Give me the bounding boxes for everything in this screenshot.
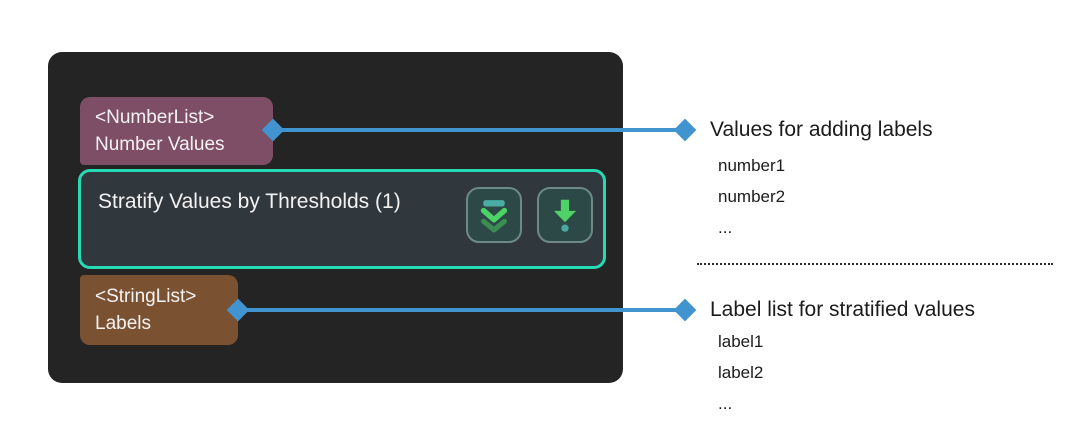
annotation-output-title: Label list for stratified values [710,298,975,321]
connector-line-input [273,128,685,132]
connector-line-output [238,308,685,312]
input-port-type-label: <NumberList> [95,107,215,128]
annotation-output-items: label1 label2 ... [718,326,763,419]
unfold-more-icon [475,196,513,234]
annotation-output-item: label1 [718,332,764,351]
annotation-input-item: ... [718,218,733,237]
output-arrow-button[interactable] [537,187,593,243]
node-title: Stratify Values by Thresholds (1) [98,190,401,213]
annotation-input-item: number1 [718,156,786,175]
arrow-down-dot-icon [546,196,584,234]
annotation-output-item: ... [718,394,733,413]
connector-diamond-output-end [673,298,697,322]
function-box[interactable]: Stratify Values by Thresholds (1) [78,169,606,269]
node-card[interactable]: <NumberList> Number Values Stratify Valu… [48,52,623,383]
output-port-name-label: Labels [95,313,151,334]
unfold-more-button[interactable] [466,187,522,243]
annotation-input-item: number2 [718,187,786,206]
input-port-name-label: Number Values [95,134,225,155]
output-port-labels[interactable]: <StringList> Labels [80,275,238,345]
output-port-type-label: <StringList> [95,286,197,307]
connector-diamond-input-end [673,118,697,142]
dotted-separator [697,263,1053,265]
annotation-output-item: label2 [718,363,764,382]
annotation-input-title: Values for adding labels [710,118,933,141]
input-port-number-values[interactable]: <NumberList> Number Values [80,97,273,165]
annotation-input-items: number1 number2 ... [718,150,785,243]
